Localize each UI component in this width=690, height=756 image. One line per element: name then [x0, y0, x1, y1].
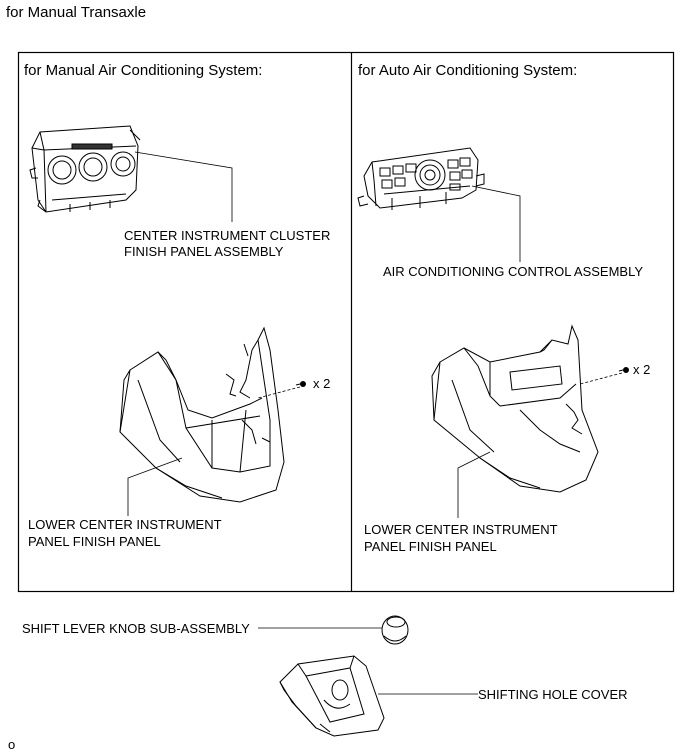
- screw-left-dash: [257, 386, 301, 399]
- right-screw-count: x 2: [633, 362, 651, 377]
- shift-knob-drawing: [381, 615, 409, 645]
- screw-right: [618, 367, 629, 373]
- cluster-finish-panel-drawing: [29, 125, 141, 213]
- left-panel-heading: for Manual Air Conditioning System:: [24, 62, 263, 79]
- right-panel-heading: for Auto Air Conditioning System:: [358, 62, 578, 79]
- lower-panel-left-drawing: [119, 326, 285, 503]
- outer-frame: [17, 51, 675, 593]
- ac-control-drawing: [357, 147, 485, 210]
- ac-control-leader-line: [471, 185, 521, 262]
- lower-right-label-line2: PANEL FINISH PANEL: [364, 539, 497, 554]
- cluster-leader-line: [134, 151, 233, 222]
- lower-left-label-line2: PANEL FINISH PANEL: [28, 534, 161, 549]
- ac-control-label: AIR CONDITIONING CONTROL ASSEMBLY: [383, 264, 644, 279]
- screw-left: [295, 381, 306, 387]
- cover-label: SHIFTING HOLE COVER: [478, 687, 628, 702]
- cluster-label-line1: CENTER INSTRUMENT CLUSTER: [124, 228, 331, 243]
- shifting-hole-cover-drawing: [279, 655, 385, 737]
- lower-panel-right-drawing: [431, 324, 599, 493]
- knob-label: SHIFT LEVER KNOB SUB-ASSEMBLY: [22, 621, 250, 636]
- lower-left-leader-line: [127, 457, 183, 516]
- figure-id: o: [8, 737, 16, 752]
- cluster-label-line2: FINISH PANEL ASSEMBLY: [124, 244, 284, 259]
- screw-right-dash: [579, 372, 623, 385]
- lower-left-label-line1: LOWER CENTER INSTRUMENT: [28, 517, 222, 532]
- page-title: for Manual Transaxle: [6, 4, 147, 21]
- lower-right-label-line1: LOWER CENTER INSTRUMENT: [364, 522, 558, 537]
- left-screw-count: x 2: [313, 376, 331, 391]
- lower-right-leader-line: [457, 451, 491, 518]
